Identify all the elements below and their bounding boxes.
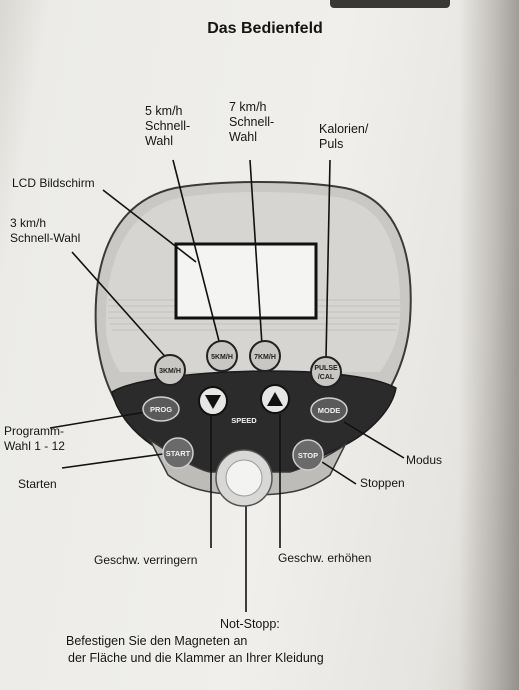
lcd-screen — [174, 242, 318, 320]
label-increase: Geschw. erhöhen — [278, 551, 372, 565]
btn-pulse-label-1: PULSE — [314, 365, 338, 372]
console-lower-body — [148, 437, 347, 496]
btn-stop-label: STOP — [298, 451, 318, 460]
label-emergency-line1: Befestigen Sie den Magneten an — [66, 634, 248, 648]
label-emergency-title: Not-Stopp: — [220, 617, 280, 631]
btn-mode-label: MODE — [318, 406, 341, 415]
btn-pulse-label-2: /CAL — [318, 374, 335, 381]
emergency-stop-inner — [225, 459, 263, 497]
page-top-strip — [330, 0, 450, 8]
btn-start-label: START — [166, 449, 191, 458]
speed-label: SPEED — [231, 416, 257, 425]
leader-lines — [49, 159, 405, 612]
label-emergency-line2: der Fläche und die Klammer an Ihrer Klei… — [68, 651, 324, 665]
label-start: Starten — [18, 477, 57, 491]
btn-start-shape — [162, 437, 194, 469]
page-title: Das Bedienfeld — [207, 20, 323, 37]
btn-5kmh-circle — [206, 340, 238, 372]
label-lcd: LCD Bildschirm — [12, 176, 95, 190]
label-decrease: Geschw. verringern — [94, 553, 198, 567]
btn-stop-shape — [292, 439, 324, 471]
btn-3kmh-circle — [154, 354, 186, 386]
btn-prog-label: PROG — [150, 405, 172, 414]
btn-7kmh-label: 7KM/H — [254, 354, 276, 361]
btn-3kmh-label: 3KM/H — [159, 368, 181, 375]
arrow-up-icon — [267, 392, 283, 406]
arrow-down-icon — [205, 395, 221, 409]
btn-5kmh-label: 5KM/H — [211, 354, 233, 361]
btn-pulse-circle — [310, 356, 342, 388]
label-stop: Stoppen — [360, 476, 405, 490]
label-calories: Kalorien/ Puls — [319, 122, 369, 151]
label-7kmh: 7 km/h Schnell- Wahl — [229, 100, 275, 144]
label-3kmh: 3 km/h Schnell-Wahl — [10, 216, 81, 245]
label-5kmh: 5 km/h Schnell- Wahl — [145, 104, 191, 148]
btn-7kmh-circle — [249, 340, 281, 372]
btn-mode-shape — [310, 397, 348, 423]
label-program: Programm- Wahl 1 - 12 — [4, 424, 65, 453]
btn-prog-shape — [142, 396, 180, 422]
page-shadow — [459, 0, 519, 690]
label-mode: Modus — [406, 453, 443, 467]
